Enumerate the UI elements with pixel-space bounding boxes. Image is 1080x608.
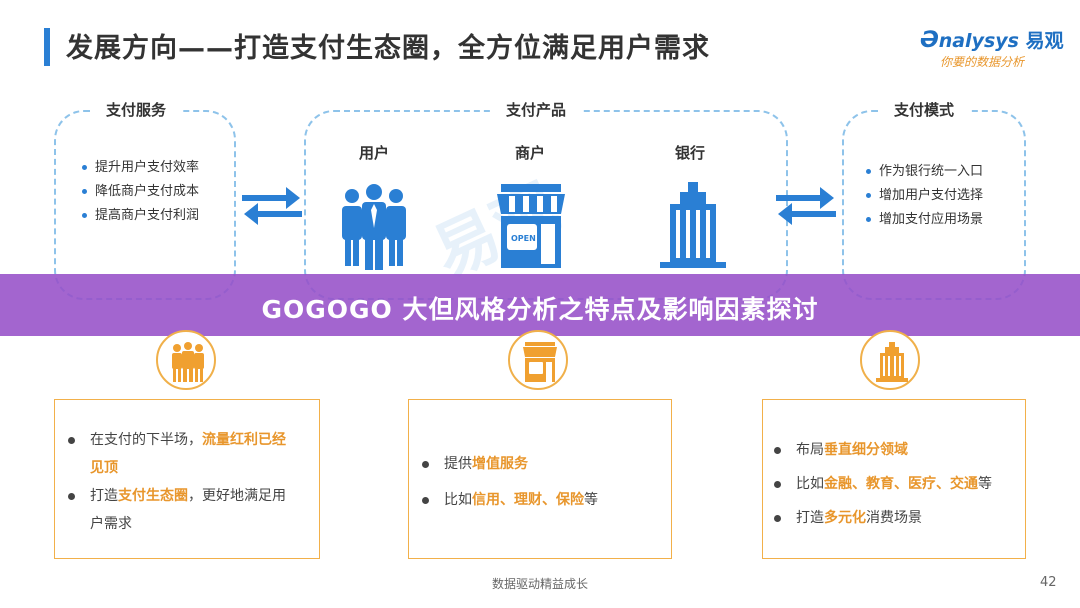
list-item: 降低商户支付成本 (82, 180, 199, 204)
insight-right-text: 布局垂直细分领域 比如金融、教育、医疗、交通等 打造多元化消费场景 (770, 436, 992, 532)
bullet-icon (774, 481, 781, 488)
bullet-icon (82, 165, 87, 170)
list-item: 提高商户支付利润 (82, 204, 199, 228)
list-item: 打造多元化消费场景 (770, 504, 992, 532)
bank-circle-icon (860, 330, 920, 390)
exchange-arrows-icon (242, 187, 302, 225)
list-item: 布局垂直细分领域 (770, 436, 992, 464)
bullet-icon (866, 217, 871, 222)
column-label-user: 用户 (358, 144, 389, 162)
list-item: 在支付的下半场，流量红利已经见顶 (64, 426, 286, 482)
page-number: 42 (1040, 575, 1057, 590)
list-item: 比如金融、教育、医疗、交通等 (770, 470, 992, 498)
logo-mark-icon: Ə (920, 28, 939, 53)
logo-brand: Ənalysys 易观 (920, 26, 1064, 53)
insight-box-center (408, 399, 672, 559)
logo-brand-text: nalysys (938, 30, 1019, 52)
insight-box-right (762, 399, 1026, 559)
users-circle-icon (156, 330, 216, 390)
payment-mode-label: 支付模式 (880, 99, 969, 120)
exchange-arrows-icon (776, 187, 836, 225)
analysys-logo: Ənalysys 易观 你要的数据分析 (920, 26, 1064, 76)
list-item: 提升用户支付效率 (82, 156, 199, 180)
bullet-icon (774, 447, 781, 454)
banner-text: GOGOGO 大但风格分析之特点及影响因素探讨 (261, 295, 819, 324)
bank-building-icon (660, 182, 726, 268)
insight-left-text: 在支付的下半场，流量红利已经见顶 打造支付生态圈，更好地满足用户需求 (64, 426, 286, 538)
list-item: 增加支付应用场景 (866, 208, 983, 232)
shop-circle-icon (508, 330, 568, 390)
bullet-icon (866, 169, 871, 174)
slide-footer: 数据驱动精益成长 (491, 577, 588, 591)
logo-slogan: 你要的数据分析 (940, 55, 1025, 69)
list-item: 比如信用、理财、保险等 (418, 486, 598, 514)
payment-service-list: 提升用户支付效率 降低商户支付成本 提高商户支付利润 (82, 156, 199, 228)
list-item: 打造支付生态圈，更好地满足用户需求 (64, 482, 286, 538)
title-banner: GOGOGO 大但风格分析之特点及影响因素探讨 (0, 274, 1080, 336)
insight-box-left (54, 399, 320, 559)
payment-mode-list: 作为银行统一入口 增加用户支付选择 增加支付应用场景 (866, 160, 983, 232)
list-item: 提供增值服务 (418, 450, 598, 478)
payment-product-label: 支付产品 (492, 99, 581, 120)
bullet-icon (422, 461, 429, 468)
users-icon (342, 184, 406, 270)
list-item: 增加用户支付选择 (866, 184, 983, 208)
bullet-icon (68, 493, 75, 500)
insight-center-text: 提供增值服务 比如信用、理财、保险等 (418, 450, 598, 514)
bullet-icon (82, 213, 87, 218)
list-item: 作为银行统一入口 (866, 160, 983, 184)
shop-icon: OPEN (497, 184, 565, 268)
payment-service-label: 支付服务 (92, 99, 181, 120)
shop-open-sign: OPEN (511, 234, 536, 243)
column-label-bank: 银行 (674, 144, 705, 162)
bullet-icon (422, 497, 429, 504)
column-label-merchant: 商户 (514, 144, 545, 162)
title-accent-bar (44, 28, 50, 66)
bullet-icon (774, 515, 781, 522)
bullet-icon (82, 189, 87, 194)
bullet-icon (68, 437, 75, 444)
logo-brand-cn: 易观 (1025, 30, 1064, 52)
slide-title: 发展方向——打造支付生态圈，全方位满足用户需求 (66, 33, 710, 64)
bullet-icon (866, 193, 871, 198)
